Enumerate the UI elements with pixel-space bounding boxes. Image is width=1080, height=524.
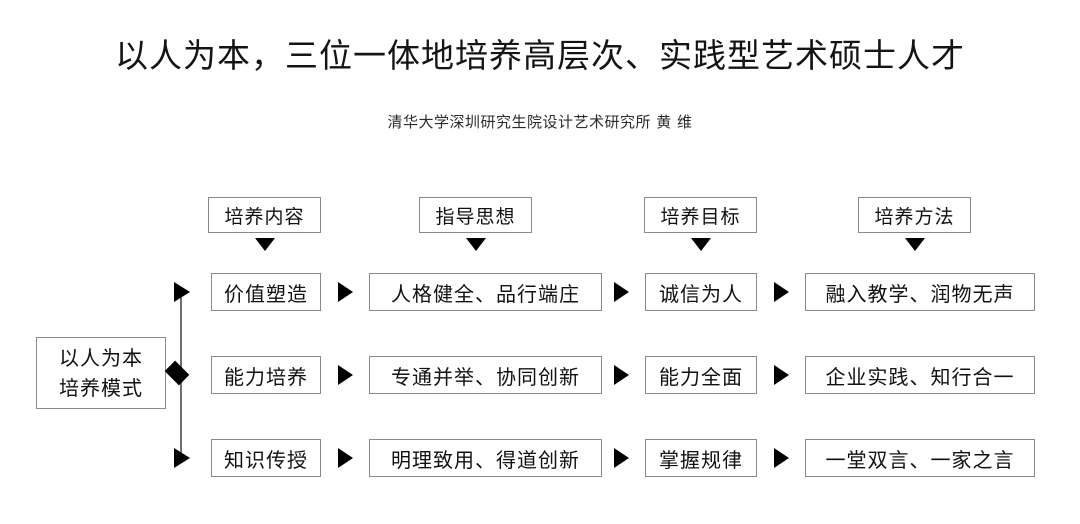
down-arrow-column-1-icon (255, 238, 275, 251)
right-arrow-row-3-c-icon (774, 448, 789, 468)
cell-row-3-ideology: 明理致用、得道创新 (369, 439, 602, 477)
down-arrow-column-4-icon (905, 238, 925, 251)
cell-row-1-content: 价值塑造 (211, 273, 321, 311)
right-arrow-row-1-b-icon (614, 282, 629, 302)
right-arrow-row-3-b-icon (614, 448, 629, 468)
root-node-line-2: 培养模式 (59, 376, 143, 400)
cell-row-3-content: 知识传授 (211, 439, 321, 477)
root-node: 以人为本 培养模式 (36, 337, 166, 409)
right-arrow-row-2-c-icon (774, 365, 789, 385)
cell-row-2-goal: 能力全面 (645, 356, 757, 394)
cell-row-1-method: 融入教学、润物无声 (805, 273, 1035, 311)
spine-arrow-row-3-icon (174, 448, 190, 468)
right-arrow-row-1-c-icon (774, 282, 789, 302)
page-subtitle: 清华大学深圳研究生院设计艺术研究所 黄 维 (387, 113, 693, 131)
cell-row-1-ideology: 人格健全、品行端庄 (369, 273, 602, 311)
column-header-1: 培养内容 (208, 197, 321, 233)
cell-row-2-method: 企业实践、知行合一 (805, 356, 1035, 394)
right-arrow-row-1-a-icon (338, 282, 353, 302)
down-arrow-column-2-icon (466, 238, 486, 251)
right-arrow-row-2-a-icon (338, 365, 353, 385)
page-title: 以人为本，三位一体地培养高层次、实践型艺术硕士人才 (115, 36, 965, 75)
down-arrow-column-3-icon (691, 238, 711, 251)
root-node-line-1: 以人为本 (59, 346, 143, 370)
cell-row-3-method: 一堂双言、一家之言 (805, 439, 1035, 477)
cell-row-1-goal: 诚信为人 (645, 273, 757, 311)
column-header-3: 培养目标 (644, 197, 757, 233)
cell-row-2-content: 能力培养 (211, 356, 321, 394)
cell-row-3-goal: 掌握规律 (645, 439, 757, 477)
spine-arrow-row-1-icon (174, 282, 190, 302)
diamond-connector-icon (164, 360, 190, 386)
column-header-4: 培养方法 (858, 197, 971, 233)
cell-row-2-ideology: 专通并举、协同创新 (369, 356, 602, 394)
right-arrow-row-3-a-icon (338, 448, 353, 468)
column-header-2: 指导思想 (419, 197, 532, 233)
right-arrow-row-2-b-icon (614, 365, 629, 385)
